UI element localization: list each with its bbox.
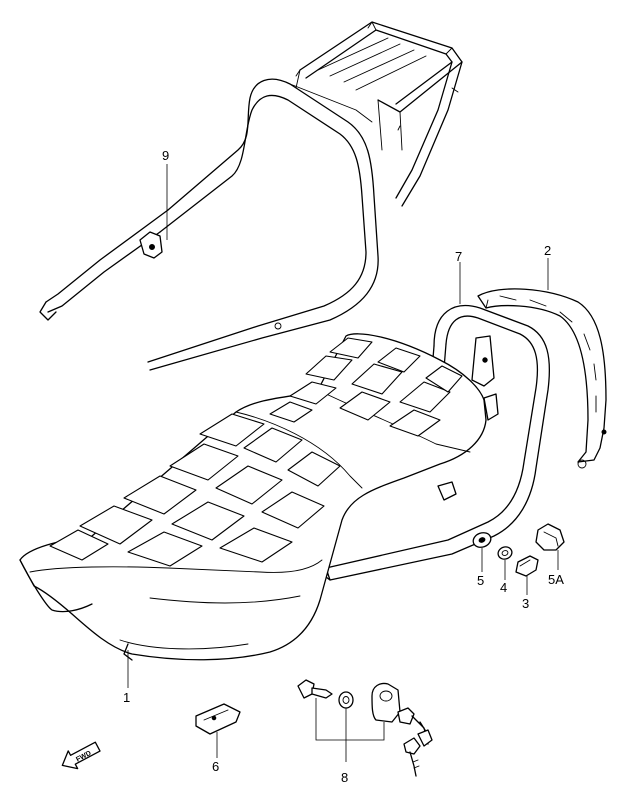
callout-1: 1 xyxy=(123,690,130,705)
callout-6: 6 xyxy=(212,759,219,774)
callout-4: 4 xyxy=(500,580,507,595)
carrier-rack-part-9 xyxy=(39,21,463,371)
callout-7: 7 xyxy=(455,249,462,264)
seat-pads xyxy=(49,337,463,567)
lock-set-part-8 xyxy=(297,679,433,777)
callout-5a: 5A xyxy=(548,572,564,587)
callout-3: 3 xyxy=(522,596,529,611)
rear-cover-part-2 xyxy=(477,288,607,469)
leader-lines xyxy=(127,164,559,762)
forward-arrow: FWD xyxy=(61,741,101,770)
hardware-5-4-3-5a xyxy=(472,523,565,577)
latch-plate-part-6 xyxy=(195,703,241,735)
callout-2: 2 xyxy=(544,243,551,258)
callout-8: 8 xyxy=(341,770,348,785)
callout-labels: 9 2 7 1 5 4 3 5A 6 8 xyxy=(123,148,564,785)
callout-9: 9 xyxy=(162,148,169,163)
callout-5: 5 xyxy=(477,573,484,588)
